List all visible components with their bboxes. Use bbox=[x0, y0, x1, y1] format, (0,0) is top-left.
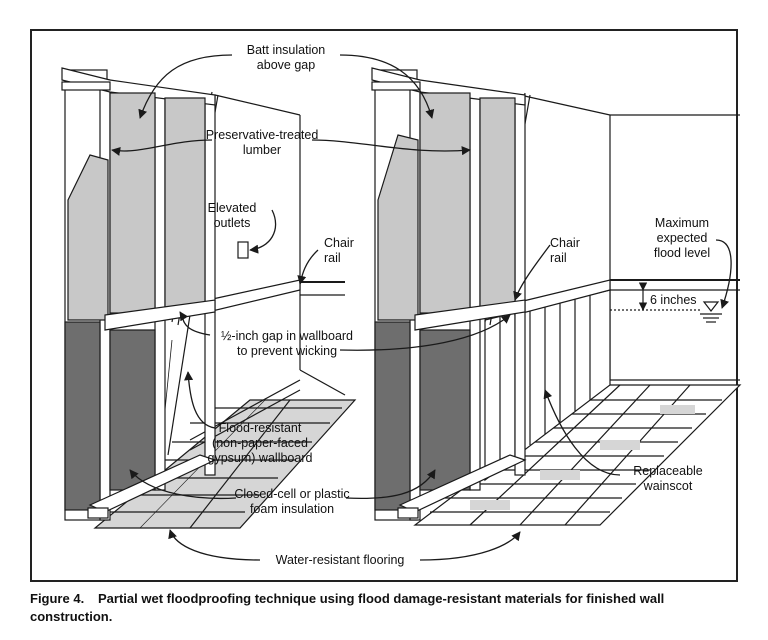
leader-lines bbox=[111, 54, 732, 561]
flood-level-icon bbox=[702, 301, 720, 312]
label-chair-left-1: Chair bbox=[324, 236, 354, 250]
label-chair-right-1: Chair bbox=[550, 236, 580, 250]
label-foam-1: Closed-cell or plastic bbox=[234, 487, 349, 501]
callout-labels: Batt insulation above gap Preservative-t… bbox=[206, 43, 710, 567]
right-wall-illustration bbox=[371, 67, 742, 526]
outlet-icon bbox=[237, 241, 249, 259]
figure-number: Figure 4. bbox=[30, 591, 85, 606]
label-chair-left-2: rail bbox=[324, 251, 341, 265]
figure-caption-text: Partial wet floodproofing technique usin… bbox=[30, 591, 665, 624]
label-gypsum-2: (non-paper-faced bbox=[212, 436, 308, 450]
label-wainscot-1: Replaceable bbox=[633, 464, 703, 478]
label-maxflood-3: flood level bbox=[654, 246, 710, 260]
label-outlets-1: Elevated bbox=[208, 201, 257, 215]
label-batt-1: Batt insulation bbox=[247, 43, 326, 57]
label-lumber-2: lumber bbox=[243, 143, 281, 157]
label-lumber-1: Preservative-treated bbox=[206, 128, 319, 142]
label-flooring: Water-resistant flooring bbox=[276, 553, 405, 567]
label-six-inches: 6 inches bbox=[650, 293, 697, 307]
label-foam-2: foam insulation bbox=[250, 502, 334, 516]
label-maxflood-2: expected bbox=[657, 231, 708, 245]
label-outlets-2: outlets bbox=[214, 216, 251, 230]
label-gap-1: ½-inch gap in wallboard bbox=[221, 329, 353, 343]
label-gap-2: to prevent wicking bbox=[237, 344, 337, 358]
label-gypsum-3: gypsum) wallboard bbox=[208, 451, 313, 465]
label-batt-2: above gap bbox=[257, 58, 315, 72]
figure-caption: Figure 4.Partial wet floodproofing techn… bbox=[30, 590, 738, 626]
label-wainscot-2: wainscot bbox=[643, 479, 693, 493]
left-wall-illustration bbox=[61, 67, 357, 529]
label-maxflood-1: Maximum bbox=[655, 216, 709, 230]
label-chair-right-2: rail bbox=[550, 251, 567, 265]
label-gypsum-1: Flood-resistant bbox=[219, 421, 302, 435]
